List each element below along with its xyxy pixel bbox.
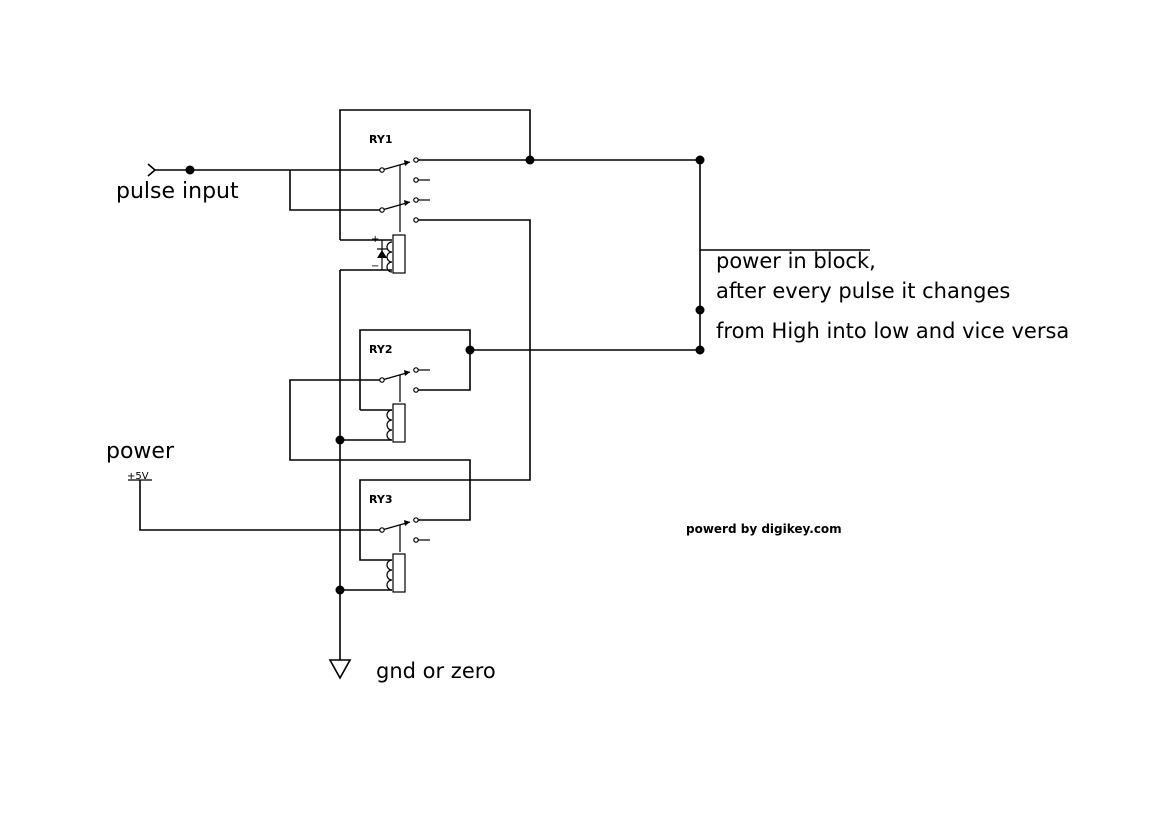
ry1-label: RY1: [369, 133, 393, 146]
output-description-line3: from High into low and vice versa: [716, 319, 1069, 343]
output-description-line2: after every pulse it changes: [716, 279, 1010, 303]
wires: [128, 109, 870, 660]
relay-ry1-coil: [377, 234, 406, 274]
credit-text: powerd by digikey.com: [686, 522, 842, 536]
output-description-line1: power in block,: [716, 249, 876, 273]
ry3-label: RY3: [369, 493, 393, 506]
ground-label: gnd or zero: [376, 659, 496, 683]
junction-rail-bottom: [695, 345, 705, 355]
input-arrow-icon: [147, 163, 157, 177]
junction-ry2-output: [465, 345, 475, 355]
junction-ry1-output: [525, 155, 535, 165]
junction-pulse-input: [185, 165, 195, 175]
coil-minus-sign: −: [371, 261, 379, 272]
power-label: power: [106, 439, 175, 464]
wire-ry2-to-ry3: [289, 379, 471, 521]
junction-ground-ry3: [335, 585, 345, 595]
wire-pulse-to-ry1-pole2: [289, 170, 382, 211]
junction-rail-mid: [695, 305, 705, 315]
supply-voltage-label: +5V: [127, 471, 149, 482]
pulse-input-label: pulse input: [116, 179, 239, 204]
relay-ry2-coil: [386, 403, 406, 443]
wire-power-to-ry3: [139, 480, 382, 531]
wire-ry1-to-ry3-coil: [359, 219, 531, 561]
junction-rail-top: [695, 155, 705, 165]
ground-icon: [328, 659, 352, 680]
relay-ry3-coil: [386, 553, 406, 593]
coil-plus-sign: +: [371, 234, 379, 245]
relay-ry3-switch: [379, 517, 430, 552]
relay-ry1-switch: [379, 157, 430, 232]
ry2-label: RY2: [369, 343, 393, 356]
junction-ground-ry2: [335, 435, 345, 445]
relay-ry2-switch: [379, 367, 430, 402]
junction-dots: [185, 155, 705, 595]
wire-ry1-feedback: [339, 109, 531, 240]
wire-ry2-frame: [359, 329, 471, 410]
